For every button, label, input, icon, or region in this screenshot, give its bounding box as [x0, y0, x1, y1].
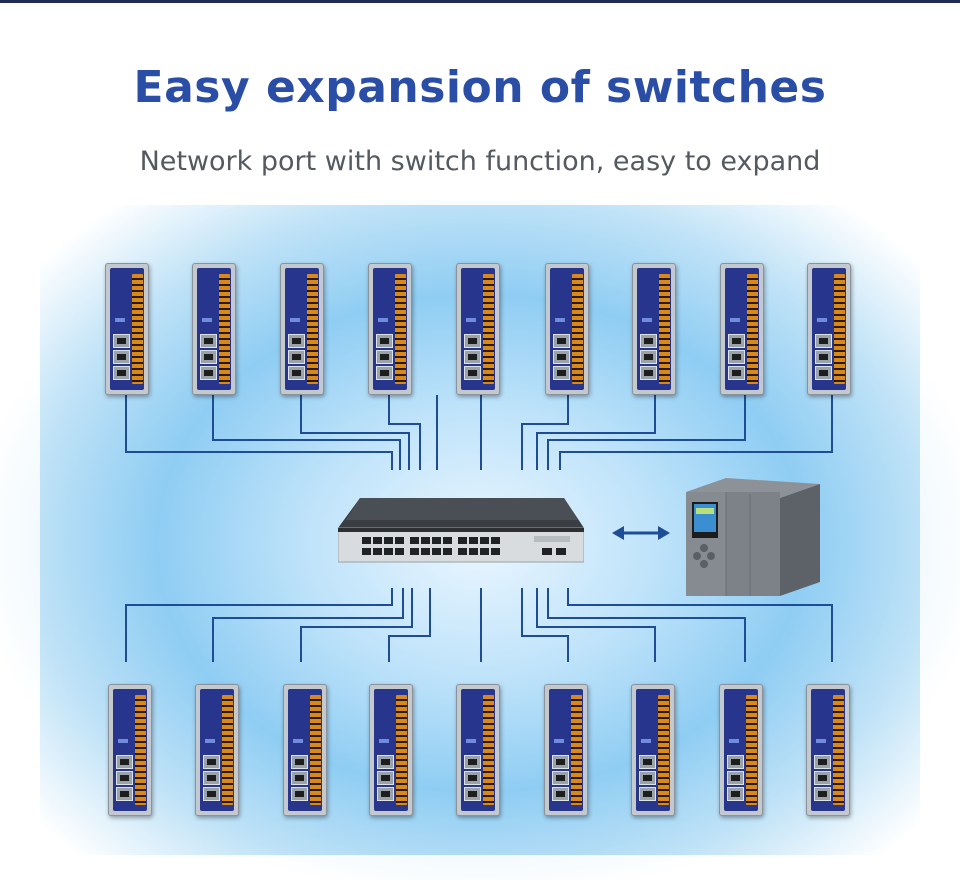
link-bottom-4 — [388, 588, 431, 662]
io-module-top-3 — [280, 263, 324, 395]
bidirectional-arrow — [612, 526, 670, 540]
link-top-2 — [212, 395, 401, 470]
io-module-bottom-5 — [456, 684, 500, 816]
io-module-top-4 — [368, 263, 412, 395]
link-top-10 — [559, 395, 833, 470]
page-subtitle: Network port with switch function, easy … — [139, 146, 821, 177]
switch-ports — [362, 537, 566, 555]
top-rule — [0, 0, 960, 3]
network-switch — [338, 498, 584, 563]
io-module-top-1 — [105, 263, 149, 395]
io-module-bottom-4 — [369, 684, 413, 816]
link-bottom-6 — [521, 588, 569, 662]
plc-controller — [686, 478, 820, 596]
io-module-bottom-6 — [544, 684, 588, 816]
io-module-top-6 — [545, 263, 589, 395]
connection-lines — [125, 395, 833, 662]
link-top-7 — [521, 395, 569, 470]
io-module-top-7 — [632, 263, 676, 395]
io-module-bottom-9 — [806, 684, 850, 816]
io-module-top-2 — [192, 263, 236, 395]
io-module-bottom-3 — [283, 684, 327, 816]
link-bottom-9 — [567, 588, 833, 662]
link-bottom-2 — [212, 588, 404, 662]
io-module-bottom-1 — [108, 684, 152, 816]
io-module-top-8 — [720, 263, 764, 395]
link-bottom-7 — [536, 588, 656, 662]
page-title: Easy expansion of switches — [133, 62, 827, 113]
io-module-bottom-2 — [195, 684, 239, 816]
link-top-4 — [388, 395, 421, 470]
link-bottom-8 — [547, 588, 746, 662]
link-bottom-3 — [300, 588, 413, 662]
link-top-8 — [536, 395, 656, 470]
link-top-3 — [300, 395, 410, 470]
io-module-top-9 — [807, 263, 851, 395]
io-module-bottom-7 — [631, 684, 675, 816]
io-module-bottom-8 — [719, 684, 763, 816]
link-top-9 — [547, 395, 746, 470]
link-bottom-1 — [125, 588, 393, 662]
io-module-top-5 — [456, 263, 500, 395]
link-top-1 — [125, 395, 393, 470]
